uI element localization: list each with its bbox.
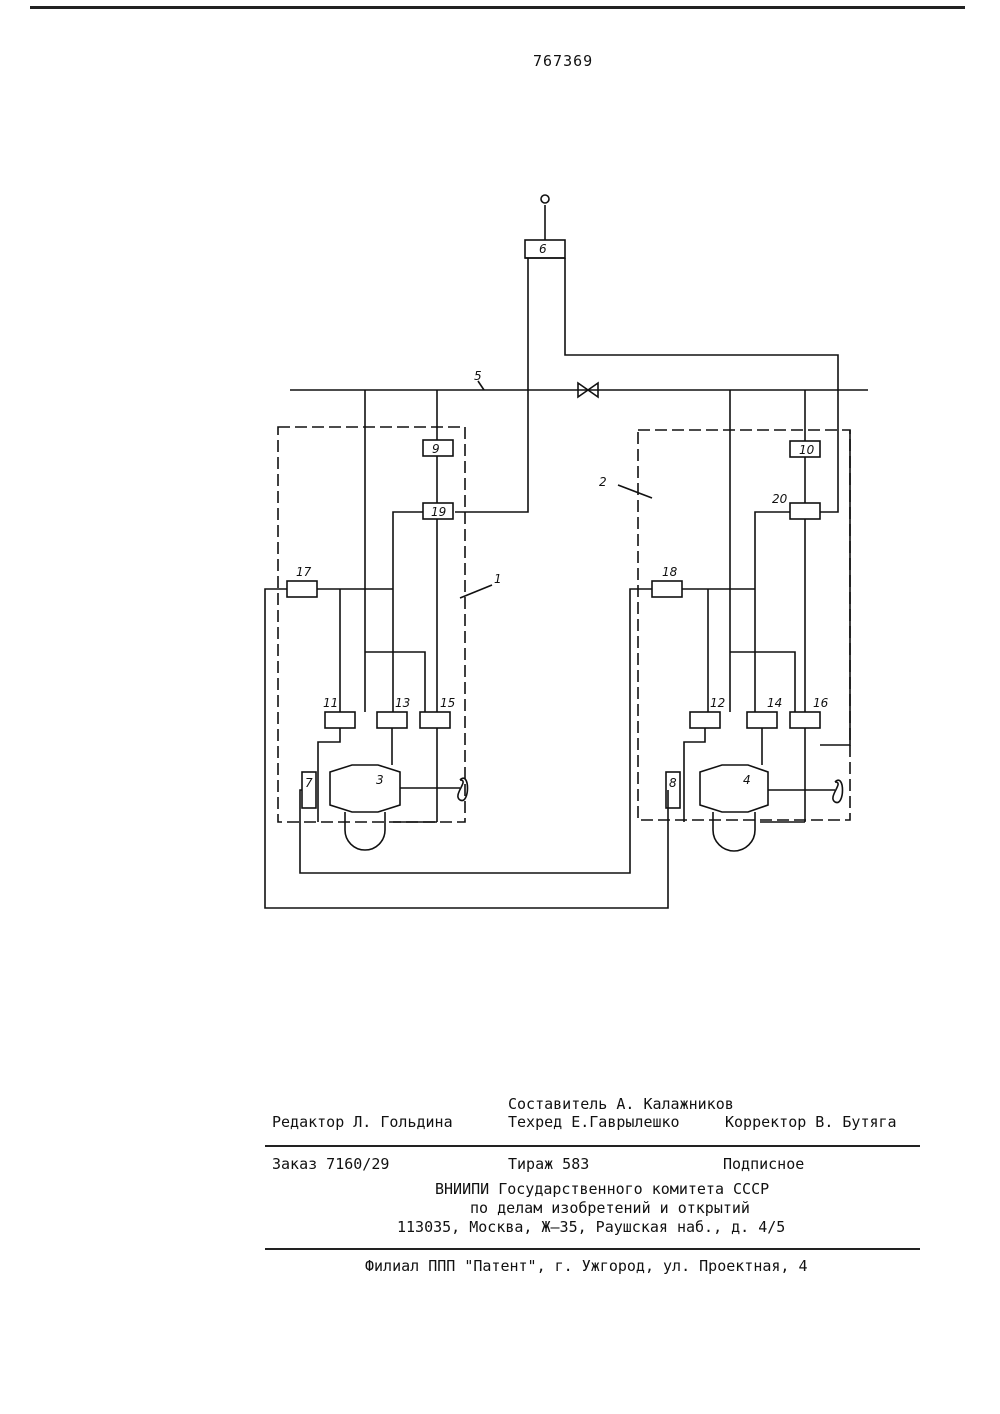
block-12 [690,712,720,728]
block-16 [790,712,820,728]
label-5: 5 [474,369,482,383]
block-20 [790,503,820,519]
label-3: 3 [376,773,384,787]
dashed-unit-2 [638,430,850,820]
motor-3 [345,812,385,850]
coupling-right [833,780,843,802]
label-13: 13 [395,696,410,710]
org-name-line1: ВНИИПИ Государственного комитета СССР [435,1180,769,1198]
footer-rule-top [265,1145,920,1147]
label-7: 7 [305,776,313,790]
motor-4 [713,812,755,851]
coupling-left [458,778,468,800]
machine-4 [700,765,768,812]
label-11: 11 [323,696,338,710]
techred-line: Техред Е.Гаврылешко [508,1113,680,1131]
block-18 [652,581,682,597]
corrector-line: Корректор В. Бутяга [725,1113,897,1131]
subscription-note: Подписное [723,1155,804,1173]
label-14: 14 [767,696,782,710]
circulation: Тираж 583 [508,1155,589,1173]
branch-address: Филиал ППП "Патент", г. Ужгород, ул. Про… [365,1257,808,1275]
org-name-line2: по делам изобретений и открытий [470,1199,750,1217]
label-2: 2 [599,475,607,489]
label-19: 19 [431,505,446,519]
label-17: 17 [296,565,312,579]
org-address: 113035, Москва, Ж—35, Раушская наб., д. … [397,1218,785,1236]
editor-line: Редактор Л. Гольдина [272,1113,453,1131]
label-20: 20 [772,492,788,506]
label-8: 8 [669,776,677,790]
label-18: 18 [662,565,678,579]
order-number: Заказ 7160/29 [272,1155,389,1173]
block-11 [325,712,355,728]
label-10: 10 [799,443,815,457]
label-15: 15 [440,696,455,710]
machine-3 [330,765,400,812]
compiler-line: Составитель А. Калажников [508,1095,734,1113]
block-13 [377,712,407,728]
label-9: 9 [432,442,440,456]
label-4: 4 [743,773,751,787]
label-1: 1 [494,572,502,586]
footer-rule-bottom [265,1248,920,1250]
terminal-circle [541,195,549,203]
label-6: 6 [539,242,547,256]
block-14 [747,712,777,728]
label-12: 12 [710,696,725,710]
label-16: 16 [813,696,829,710]
block-15 [420,712,450,728]
schematic-diagram: 6 5 9 19 1 17 11 13 15 7 3 10 20 2 18 12… [0,0,1000,1000]
block-17 [287,581,317,597]
